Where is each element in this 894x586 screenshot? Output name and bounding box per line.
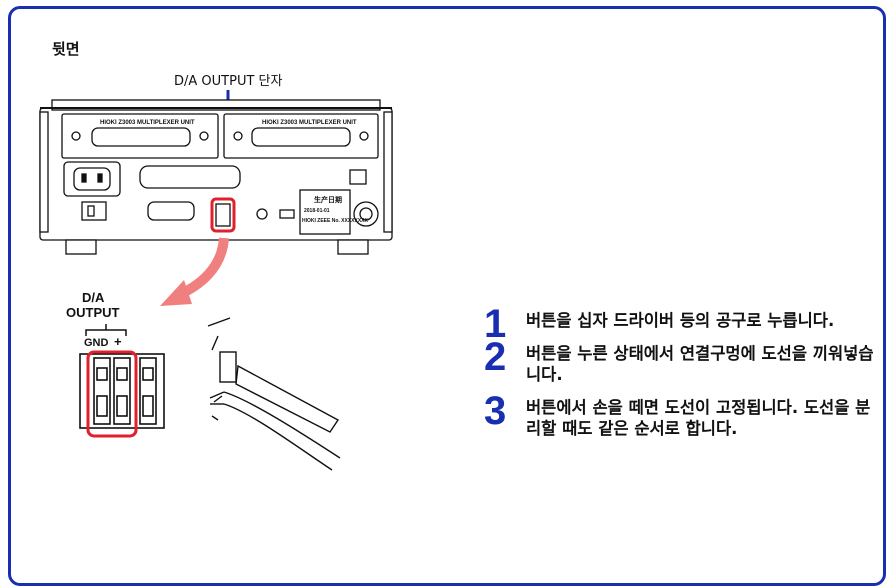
step-text-1: 버튼을 십자 드라이버 등의 공구로 누릅니다. <box>526 311 835 330</box>
step-text-2: 버튼을 누른 상태에서 연결구멍에 도선을 끼워넣습니다. <box>526 344 874 384</box>
step-1: 1 버튼을 십자 드라이버 등의 공구로 누릅니다. <box>484 304 884 344</box>
instruction-steps: 1 버튼을 십자 드라이버 등의 공구로 누릅니다. 2 버튼을 누른 상태에서… <box>484 304 884 451</box>
terminal-title-2: OUTPUT <box>66 305 120 320</box>
screwdriver-illustration <box>207 317 341 471</box>
step-number-2: 2 <box>484 335 507 379</box>
step-text-3: 버튼에서 손을 떼면 도선이 고정됩니다. 도선을 분리할 때도 같은 순서로 … <box>526 398 871 438</box>
rear-panel-diagram: HIOKI Z3003 MULTIPLEXER UNIT HIOKI Z3003… <box>39 90 393 471</box>
step-2: 2 버튼을 누른 상태에서 연결구멍에 도선을 끼워넣습니다. <box>484 337 884 385</box>
terminal-title-1: D/A <box>82 290 105 305</box>
step-3: 3 버튼에서 손을 떼면 도선이 고정됩니다. 도선을 분리할 때도 같은 순서… <box>484 391 884 439</box>
date-label: 生产日期 <box>314 195 342 204</box>
step-number-3: 3 <box>484 389 507 433</box>
callout-label: D/A OUTPUT 단자 <box>174 74 283 89</box>
zoom-arrow-head <box>160 280 192 306</box>
plus-label: + <box>114 334 122 349</box>
gnd-label: GND <box>84 337 109 349</box>
step-number-1: 1 <box>484 302 507 346</box>
slot2-label: HIOKI Z3003 MULTIPLEXER UNIT <box>262 120 357 126</box>
section-label: 뒷면 <box>52 40 80 58</box>
device-body <box>39 99 393 255</box>
slot1-label: HIOKI Z3003 MULTIPLEXER UNIT <box>100 120 195 126</box>
terminal-block <box>79 353 165 429</box>
terminal-block-highlight <box>86 350 138 438</box>
terminal-highlight <box>210 197 236 233</box>
nameplate-text: HIOKI ZEEE No. XXXXXXXX <box>302 218 369 224</box>
date-value: 2018-01-01 <box>304 208 330 214</box>
